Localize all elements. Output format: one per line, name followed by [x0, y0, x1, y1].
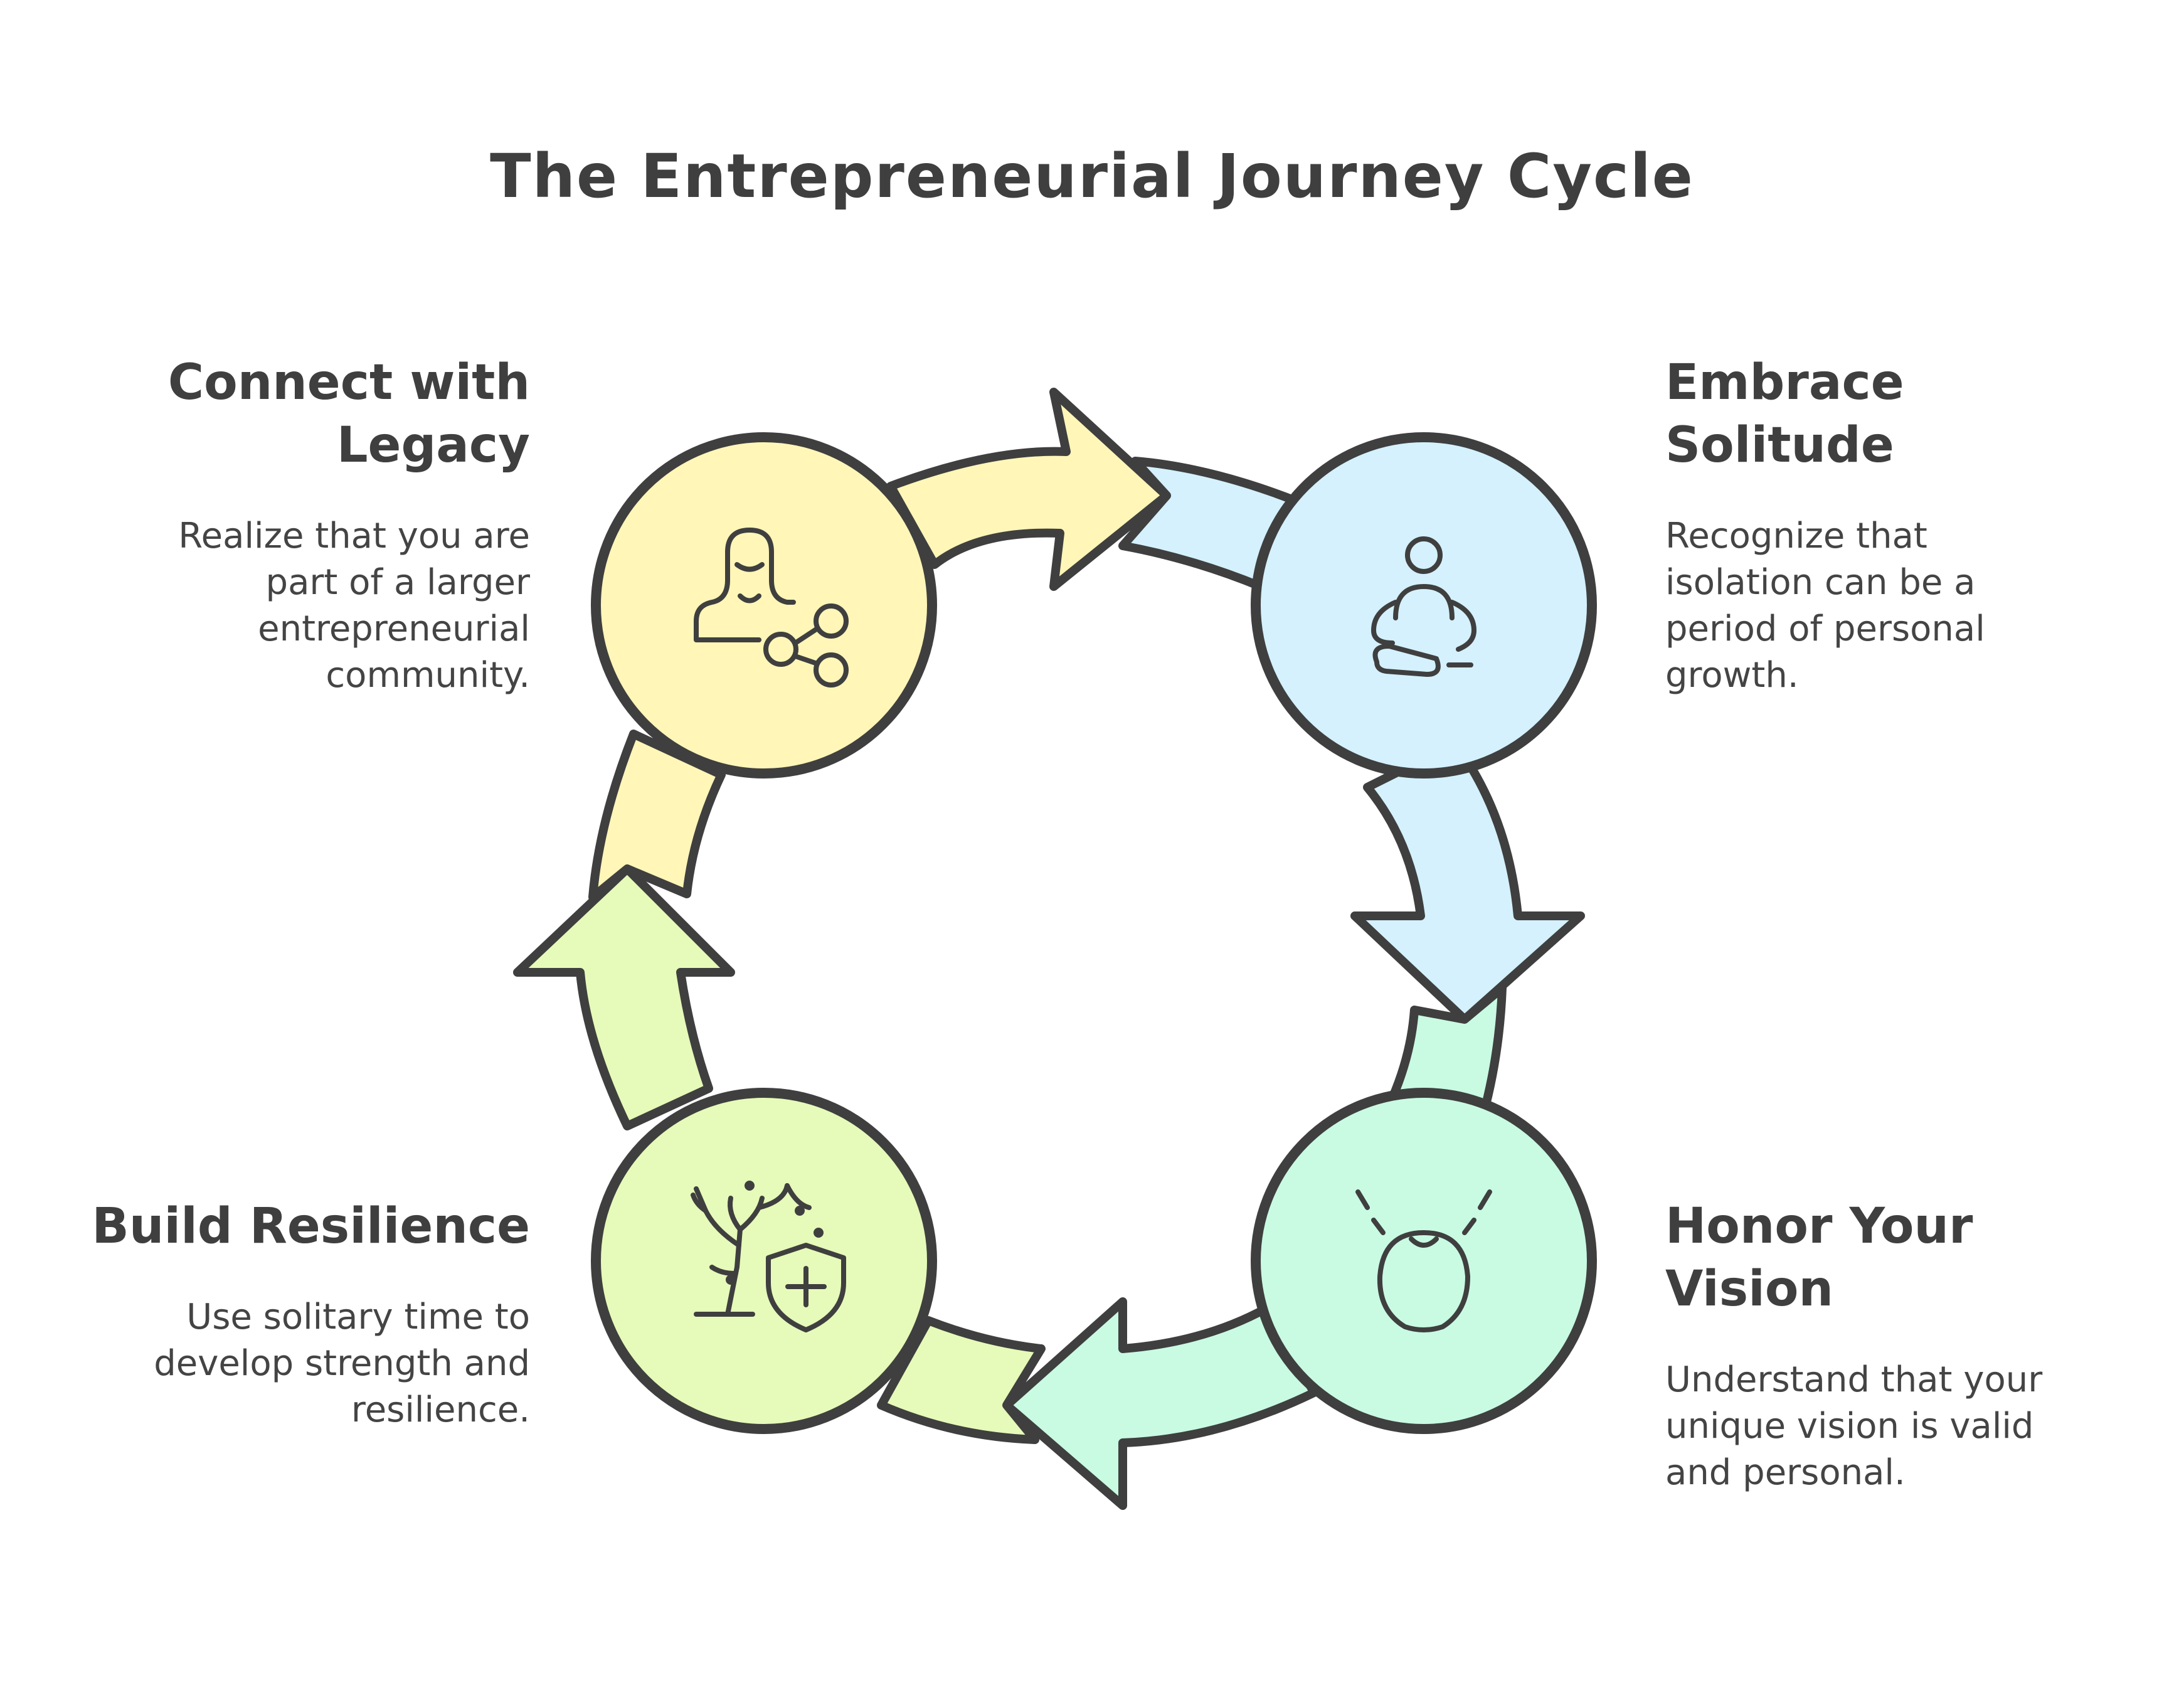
circle-connect-legacy: [591, 432, 937, 778]
step-description: Understand that your unique vision is va…: [1665, 1359, 2043, 1493]
circle-honor-vision: [1251, 1088, 1597, 1434]
step-heading: Honor Your Vision: [1665, 1198, 1973, 1317]
step-description: Use solitary time to develop strength an…: [154, 1297, 530, 1430]
circle-embrace-solitude: [1251, 432, 1597, 778]
head-vision-icon: [1355, 1189, 1492, 1332]
step-heading: Connect with Legacy: [167, 354, 530, 474]
arrow-build-to-connect-tail: [588, 730, 726, 901]
tree-shield-icon: [691, 1181, 846, 1332]
step-description: Recognize that isolation can be a period…: [1665, 516, 1985, 696]
step-connect-legacy: Connect with Legacy Realize that you are…: [91, 351, 530, 699]
step-embrace-solitude: Embrace Solitude Recognize that isolatio…: [1665, 351, 2104, 699]
cycle-ring: [513, 388, 1585, 1510]
arrow-embrace-to-honor: [1350, 739, 1585, 1024]
meditation-icon: [1371, 536, 1476, 677]
person-network-icon: [694, 528, 849, 688]
arrow-build-to-connect: [513, 864, 735, 1130]
step-circles: [591, 432, 1597, 1434]
arrow-honor-to-build-tail: [877, 1316, 1046, 1444]
arrow-honor-to-build: [1002, 1297, 1318, 1510]
diagram-title: The Entrepreneurial Journey Cycle: [490, 141, 1694, 211]
step-build-resilience: Build Resilience Use solitary time to de…: [91, 1195, 530, 1433]
step-description: Realize that you are part of a larger en…: [178, 516, 530, 696]
step-heading: Embrace Solitude: [1665, 354, 1904, 474]
step-honor-vision: Honor Your Vision Understand that your u…: [1665, 1195, 2104, 1496]
arrow-connect-to-embrace: [886, 388, 1171, 591]
step-heading: Build Resilience: [92, 1198, 530, 1255]
circle-build-resilience: [591, 1088, 937, 1434]
